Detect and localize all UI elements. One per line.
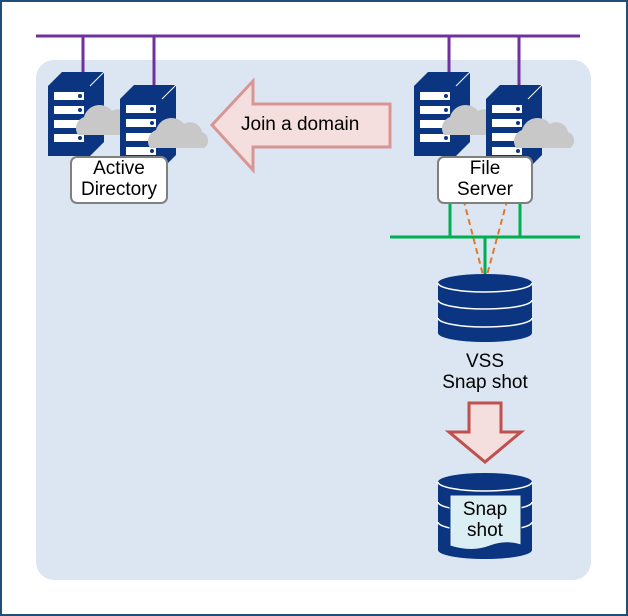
- snapshot-database-icon: [437, 473, 533, 559]
- dashed-link-right: [486, 189, 511, 276]
- vss-label-line2: Snap shot: [442, 372, 528, 393]
- active-directory-label-line2: Directory: [80, 179, 157, 200]
- vss-label-line1: VSS: [465, 351, 505, 372]
- snapshot-down-arrow: [444, 401, 526, 464]
- snapshot-db-label: Snap shot: [450, 499, 520, 541]
- active-directory-label-line1: Active: [93, 158, 145, 179]
- join-domain-label: Join a domain: [241, 114, 360, 135]
- snapshot-label-line1: Snap: [462, 499, 508, 520]
- vss-snapshot-label: VSS Snap shot: [420, 351, 550, 393]
- active-directory-server-icon: [47, 71, 209, 170]
- join-domain-arrow: [209, 77, 392, 174]
- file-server-label-line2: Server: [457, 179, 513, 200]
- file-server-label-line1: File: [469, 158, 501, 179]
- file-server-icon: [413, 71, 575, 170]
- vss-database-icon: [437, 274, 533, 342]
- dashed-link-left: [460, 189, 484, 276]
- snapshot-label-line2: shot: [467, 520, 503, 541]
- file-server-label: File Server: [437, 156, 533, 204]
- document-icon: [449, 494, 522, 550]
- active-directory-label: Active Directory: [70, 156, 168, 204]
